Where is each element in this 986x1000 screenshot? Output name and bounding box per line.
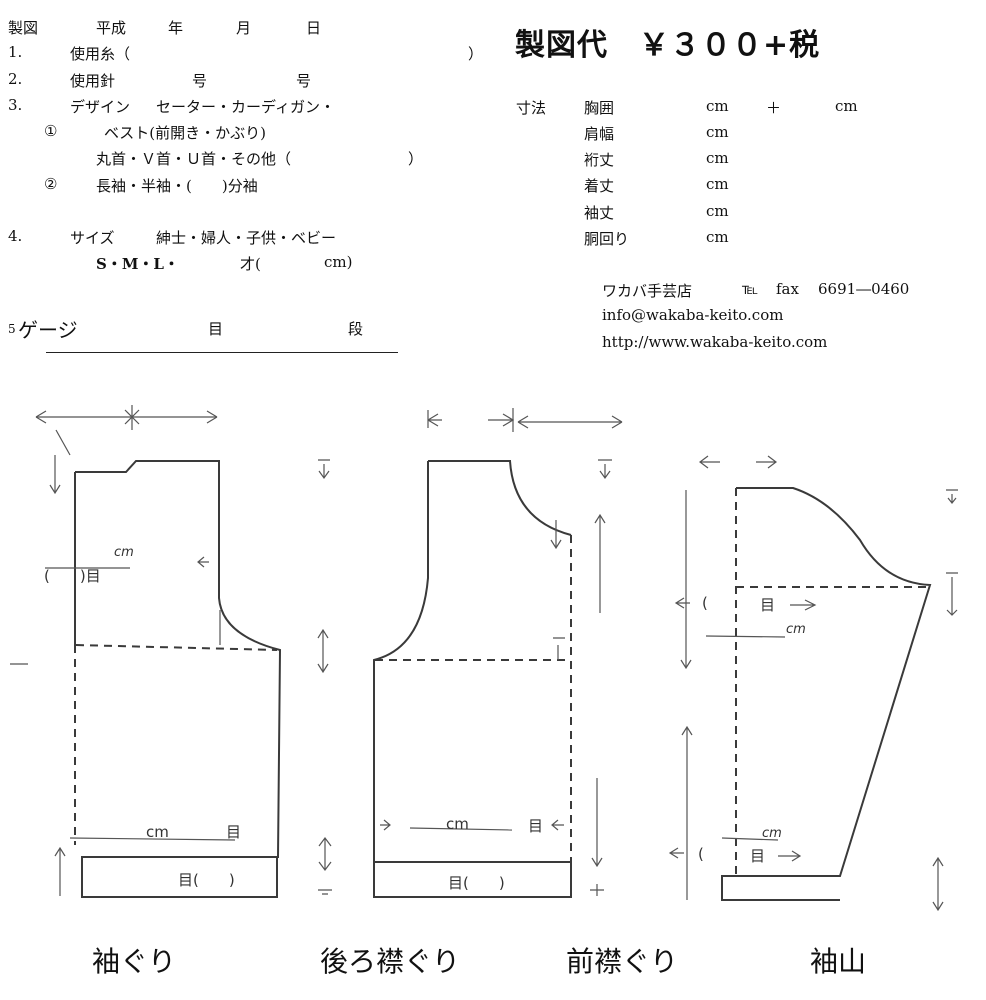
gauge-label: ゲージ xyxy=(18,318,78,342)
design-options: セーター・カーディガン・ xyxy=(156,98,335,116)
design-label: デザイン xyxy=(70,98,131,116)
era-label: 平成 xyxy=(96,19,127,37)
neck-close: ） xyxy=(408,150,424,168)
year-label: 年 xyxy=(168,19,184,37)
armhole-ribbing-note: 目( ) xyxy=(178,871,235,889)
label-armhole: 袖ぐり xyxy=(92,945,177,978)
design-line-2: ベスト(前開き・かぶり) xyxy=(104,124,267,142)
measure-sleeve: 袖丈 xyxy=(584,204,615,222)
size-letters: S・M・L・ xyxy=(96,255,179,273)
neck-options: 丸首・Ｖ首・Ｕ首・その他（ xyxy=(96,150,292,168)
date-label: 製図 xyxy=(8,19,39,37)
sleeve-options: 長袖・半袖・( )分袖 xyxy=(96,177,258,195)
yarn-close: ） xyxy=(468,45,484,63)
size-age: 才( xyxy=(240,255,261,273)
measure-waist: 胴回り xyxy=(584,230,630,248)
armhole-cm-note: cm xyxy=(114,545,134,560)
price-title: 製図代 ￥３００+税 xyxy=(515,28,821,63)
label-back-neck: 後ろ襟ぐり xyxy=(320,945,461,978)
measure-chest-unit: cm xyxy=(706,97,729,115)
measure-shoulder-unit: cm xyxy=(706,123,729,141)
armhole-bottom-cm: cm xyxy=(146,823,169,841)
shop-phone: 6691―0460 xyxy=(818,280,910,298)
sleeve-bottom-cm: cm xyxy=(762,826,782,841)
measure-sleeve-unit: cm xyxy=(706,202,729,220)
back-neck-diagram xyxy=(373,408,623,898)
measurements-label: 寸法 xyxy=(516,99,547,117)
measure-chest: 胸囲 xyxy=(584,99,615,117)
back-bottom-me: 目 xyxy=(528,817,544,835)
sleeve-mid-me: 目 xyxy=(760,596,776,614)
armhole-diagram xyxy=(10,405,332,898)
circle-1: ① xyxy=(44,122,58,140)
circle-2: ② xyxy=(44,175,58,193)
sleeve-mid-paren: ( xyxy=(702,594,708,612)
item-number-5: 5 xyxy=(8,322,16,336)
item-number-1: 1. xyxy=(8,43,23,61)
gauge-row: 段 xyxy=(348,320,364,338)
measure-waist-unit: cm xyxy=(706,228,729,246)
shop-email[interactable]: info@wakaba-keito.com xyxy=(602,306,784,324)
shop-name: ワカバ手芸店 xyxy=(602,282,693,300)
size-label: サイズ xyxy=(70,229,115,247)
needle-unit-1: 号 xyxy=(192,72,208,90)
item-number-4: 4. xyxy=(8,227,23,245)
gauge-underline xyxy=(46,352,398,353)
month-label: 月 xyxy=(236,19,252,37)
sleeve-mid-cm: cm xyxy=(786,622,806,637)
measure-yuki: 裄丈 xyxy=(584,151,615,169)
item-number-3: 3. xyxy=(8,96,23,114)
sleeve-bottom-paren: ( xyxy=(698,845,704,863)
label-sleeve-cap: 袖山 xyxy=(810,945,867,978)
measure-chest-unit-2: cm xyxy=(835,97,858,115)
sleeve-bottom-me: 目 xyxy=(750,847,766,865)
measure-chest-plus: ＋ xyxy=(766,99,782,117)
label-front-neck: 前襟ぐり xyxy=(566,945,679,978)
size-cm: cm) xyxy=(324,253,353,271)
measure-yuki-unit: cm xyxy=(706,149,729,167)
back-ribbing-note: 目( ) xyxy=(448,874,505,892)
sleeve-cap-diagram xyxy=(668,455,958,912)
day-label: 日 xyxy=(306,19,322,37)
measure-length-unit: cm xyxy=(706,175,729,193)
tel-symbol: ℡ xyxy=(742,280,759,298)
needle-unit-2: 号 xyxy=(296,72,312,90)
item-number-2: 2. xyxy=(8,70,23,88)
gauge-stitch: 目 xyxy=(208,320,224,338)
back-bottom-cm: cm xyxy=(446,815,469,833)
armhole-bottom-me: 目 xyxy=(226,823,242,841)
armhole-stitch-note: ( )目 xyxy=(44,567,101,585)
fax-label: fax xyxy=(776,280,799,298)
shop-url[interactable]: http://www.wakaba-keito.com xyxy=(602,333,828,351)
measure-shoulder: 肩幅 xyxy=(584,125,615,143)
yarn-label: 使用糸（ xyxy=(70,45,131,63)
size-options: 紳士・婦人・子供・ベビー xyxy=(156,229,337,247)
measure-length: 着丈 xyxy=(584,177,615,195)
needle-label: 使用針 xyxy=(70,72,116,90)
